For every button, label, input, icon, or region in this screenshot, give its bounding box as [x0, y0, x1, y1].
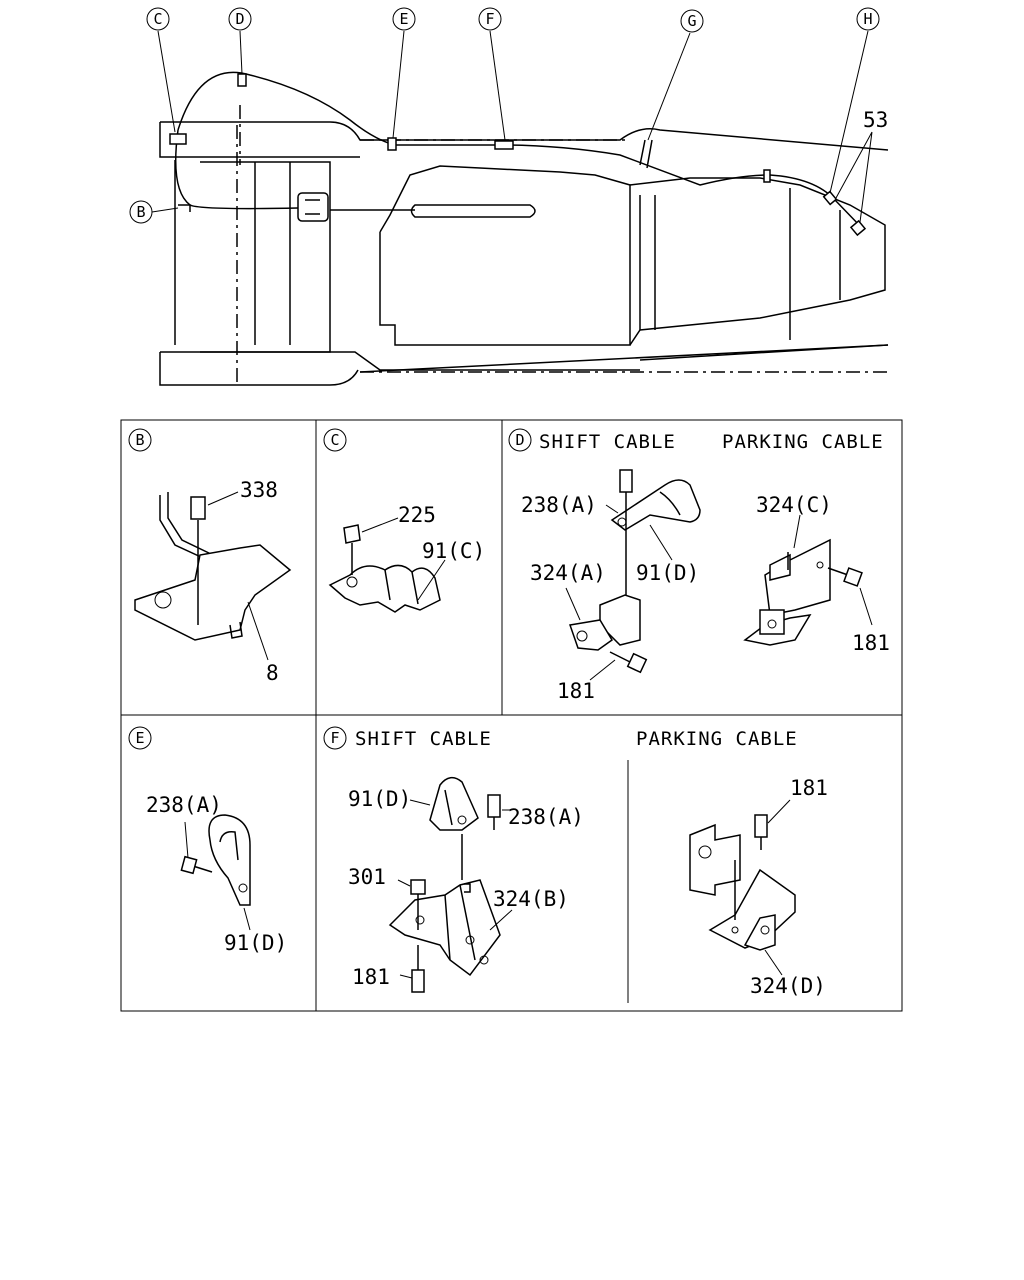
panel-f-part-324b: 324(B) — [493, 887, 569, 911]
panel-f-heading-parking: PARKING CABLE — [636, 728, 798, 750]
panel-d-letter: D — [515, 431, 524, 449]
svg-text:C: C — [153, 10, 162, 28]
overview-callout-b: B — [129, 200, 153, 224]
panel-c-part-91c: 91(C) — [422, 539, 485, 563]
panel-f-part-324d: 324(D) — [750, 974, 826, 998]
panel-f-part-181-parking: 181 — [790, 776, 828, 800]
svg-text:G: G — [687, 12, 696, 30]
panel-b-part-8: 8 — [266, 661, 279, 685]
panel-f-heading-shift: SHIFT CABLE — [355, 728, 492, 750]
overview-leaders — [151, 30, 873, 223]
overview-callout-h: H — [856, 7, 880, 31]
panel-f-letter: F — [330, 729, 339, 747]
panel-d-part-181-shift: 181 — [557, 679, 595, 703]
chassis-overview — [159, 71, 890, 386]
panel-c: C 225 91(C) — [323, 428, 485, 613]
overview-callout-g: G — [680, 9, 704, 33]
panel-d-part-324c: 324(C) — [756, 493, 832, 517]
panel-b: B 338 8 — [128, 428, 292, 685]
panel-e-part-238a: 238(A) — [146, 793, 222, 817]
panel-d-part-324a: 324(A) — [530, 561, 606, 585]
svg-text:D: D — [235, 10, 244, 28]
panel-d-heading-shift: SHIFT CABLE — [539, 431, 676, 453]
panel-d: D SHIFT CABLE PARKING CABLE 238(A) 91(D)… — [508, 428, 890, 703]
detail-grid — [120, 419, 903, 1012]
panel-f-part-238a: 238(A) — [508, 805, 584, 829]
panel-d-heading-parking: PARKING CABLE — [722, 431, 884, 453]
panel-d-part-91d: 91(D) — [636, 561, 699, 585]
panel-d-part-181-parking: 181 — [852, 631, 890, 655]
panel-f: F SHIFT CABLE PARKING CABLE 91(D) 238(A)… — [323, 726, 828, 998]
overview-callout-f: F — [478, 7, 502, 31]
svg-text:B: B — [136, 203, 145, 221]
overview-callout-e: E — [392, 7, 416, 31]
panel-d-part-238a: 238(A) — [521, 493, 597, 517]
panel-f-part-91d: 91(D) — [348, 787, 411, 811]
svg-text:E: E — [399, 10, 408, 28]
panel-f-part-301: 301 — [348, 865, 386, 889]
overview-callout-c: C — [146, 7, 170, 31]
overview-callout-d: D — [228, 7, 252, 31]
panel-e-part-91d: 91(D) — [224, 931, 287, 955]
panel-b-letter: B — [135, 431, 144, 449]
svg-text:F: F — [485, 10, 494, 28]
panel-e-letter: E — [135, 729, 144, 747]
overview-part-53: 53 — [863, 108, 888, 132]
panel-b-part-338: 338 — [240, 478, 278, 502]
panel-f-part-181-shift: 181 — [352, 965, 390, 989]
panel-c-letter: C — [330, 431, 339, 449]
panel-e: E 238(A) 91(D) — [128, 726, 287, 955]
svg-text:H: H — [863, 10, 872, 28]
panel-c-part-225: 225 — [398, 503, 436, 527]
